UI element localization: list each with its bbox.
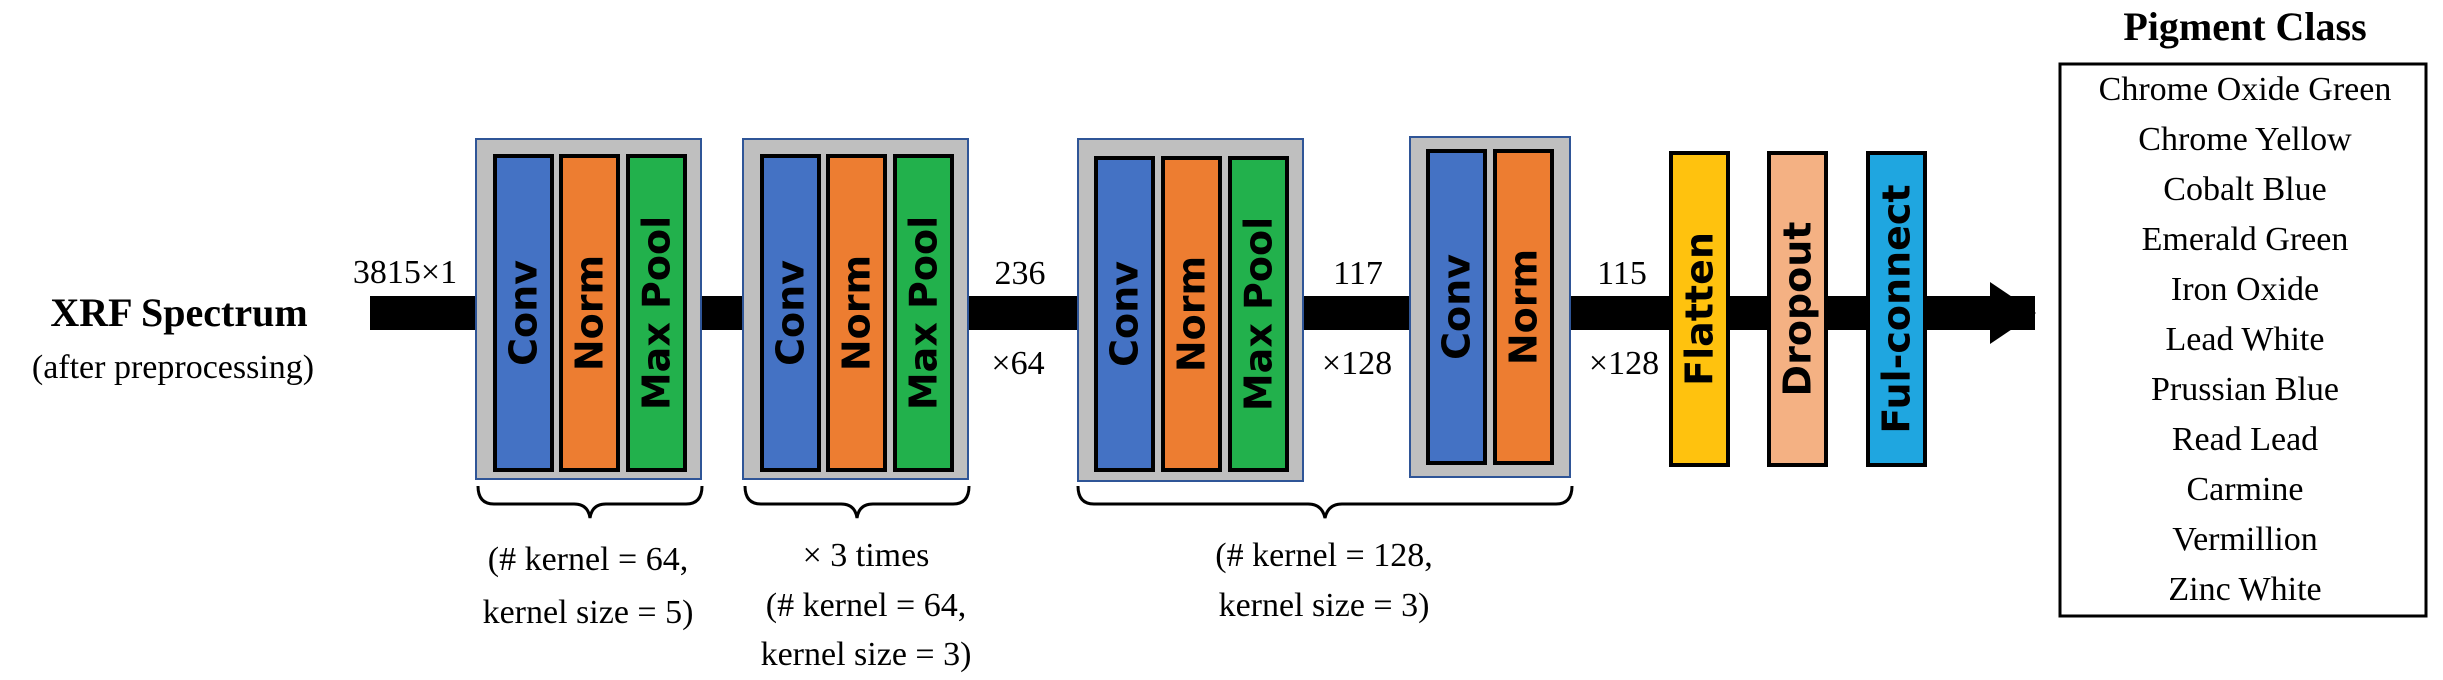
- block-3-conv-label: Conv: [1103, 261, 1147, 367]
- fulconnect-label: Ful-connect: [1875, 184, 1919, 433]
- input-title: XRF Spectrum: [50, 290, 307, 335]
- fulconnect-layer: [1866, 151, 1927, 467]
- pigment-class-item: Read Lead: [2172, 421, 2318, 458]
- input-subtitle: (after preprocessing): [32, 349, 314, 386]
- block-4-norm-label: Norm: [1502, 249, 1546, 365]
- pigment-class-item: Iron Oxide: [2171, 271, 2319, 308]
- pigment-class-item: Lead White: [2166, 321, 2325, 358]
- block-3-maxpool-label: Max Pool: [1237, 217, 1281, 411]
- pigment-class-item: Prussian Blue: [2151, 371, 2339, 408]
- conv-block-4: Conv Norm: [1409, 136, 1571, 478]
- output-class-box: [2058, 62, 2428, 618]
- dropout-layer: [1767, 151, 1828, 467]
- brace-block-1: [476, 485, 704, 519]
- block-2-norm-layer: [826, 154, 887, 472]
- block-4-conv-layer: [1426, 149, 1487, 465]
- block-2-conv-layer: [760, 154, 821, 472]
- brace-blocks-3-4: [1076, 485, 1574, 519]
- block-4-conv-label: Conv: [1435, 254, 1479, 360]
- block-3-norm-layer: [1161, 156, 1222, 472]
- block-2-annotation-line-3: kernel size = 3): [761, 636, 972, 673]
- pigment-class-item: Emerald Green: [2142, 221, 2349, 258]
- block-2-conv-label: Conv: [769, 260, 813, 366]
- pigment-class-item: Zinc White: [2168, 571, 2321, 608]
- output-title: Pigment Class: [2123, 4, 2366, 49]
- block-1-conv-label: Conv: [502, 260, 546, 366]
- block-4-norm-layer: [1493, 149, 1554, 465]
- pigment-class-item: Vermillion: [2172, 521, 2317, 558]
- block-3-conv-layer: [1094, 156, 1155, 472]
- input-dimension: 3815×1: [353, 254, 457, 291]
- block-1-annotation-line-2: kernel size = 5): [483, 594, 694, 631]
- conv-block-1: Conv Norm Max Pool: [475, 138, 702, 480]
- block-2-annotation-line-1: × 3 times: [803, 537, 930, 574]
- dim-1-top: 236: [995, 255, 1046, 292]
- dim-2-top: 117: [1333, 255, 1383, 292]
- block-1-maxpool-layer: [626, 154, 687, 472]
- conv-block-3: Conv Norm Max Pool: [1077, 138, 1304, 482]
- brace-block-2: [743, 485, 971, 519]
- block-2-maxpool-label: Max Pool: [902, 216, 946, 410]
- conv-block-2: Conv Norm Max Pool: [742, 138, 969, 480]
- block-2-annotation-line-2: (# kernel = 64,: [766, 587, 966, 624]
- pigment-class-item: Chrome Oxide Green: [2099, 71, 2392, 108]
- pigment-class-item: Carmine: [2186, 471, 2303, 508]
- block-1-conv-layer: [493, 154, 554, 472]
- dropout-label: Dropout: [1776, 222, 1820, 397]
- pigment-class-item: Chrome Yellow: [2138, 121, 2352, 158]
- dim-2-bottom: ×128: [1322, 345, 1392, 382]
- blocks-3-4-annotation-line-1: (# kernel = 128,: [1215, 537, 1432, 574]
- block-1-annotation-line-1: (# kernel = 64,: [488, 541, 688, 578]
- block-1-maxpool-label: Max Pool: [635, 216, 679, 410]
- flow-arrowhead: [1990, 282, 2036, 344]
- dim-3-bottom: ×128: [1589, 345, 1659, 382]
- block-3-norm-label: Norm: [1170, 256, 1214, 372]
- flatten-layer: [1669, 151, 1730, 467]
- block-2-norm-label: Norm: [835, 255, 879, 371]
- block-2-maxpool-layer: [893, 154, 954, 472]
- dim-1-bottom: ×64: [991, 345, 1044, 382]
- dim-3-top: 115: [1597, 255, 1647, 292]
- block-1-norm-label: Norm: [568, 255, 612, 371]
- block-3-maxpool-layer: [1228, 156, 1289, 472]
- pigment-class-item: Cobalt Blue: [2163, 171, 2326, 208]
- flatten-label: Flatten: [1678, 232, 1722, 386]
- blocks-3-4-annotation-line-2: kernel size = 3): [1219, 587, 1430, 624]
- block-1-norm-layer: [559, 154, 620, 472]
